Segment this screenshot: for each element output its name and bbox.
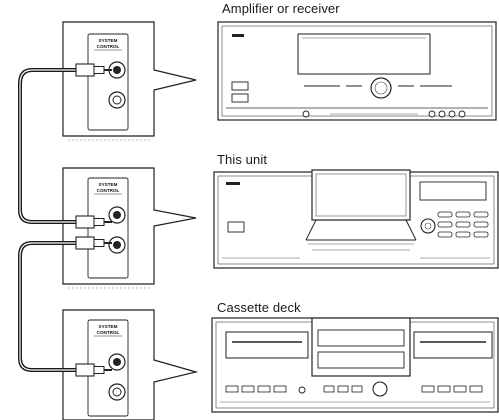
amplifier-front-panel: [217, 21, 497, 121]
label-amplifier: Amplifier or receiver: [222, 1, 340, 16]
system-control-panel-this-unit: SYSTEM CONTROL: [62, 167, 197, 289]
system-control-jack[interactable]: [108, 236, 126, 254]
panel-label-system: SYSTEM: [99, 38, 118, 43]
this-unit-front-panel: [213, 169, 499, 269]
panel-label-system: SYSTEM: [99, 324, 118, 329]
system-control-jack[interactable]: [108, 61, 126, 79]
system-control-panel-amplifier: SYSTEM CONTROL: [62, 21, 197, 141]
system-control-cable-upper: [18, 63, 112, 229]
cassette-display: [311, 317, 411, 377]
jog-dial-icon: [420, 218, 436, 234]
system-control-jack[interactable]: [108, 206, 126, 224]
label-this-unit: This unit: [217, 152, 268, 167]
system-control-jack[interactable]: [108, 353, 126, 371]
panel-label-system: SYSTEM: [99, 182, 118, 187]
system-control-jack[interactable]: [108, 383, 126, 401]
system-control-panel-cassette: SYSTEM CONTROL: [62, 309, 199, 420]
volume-knob-icon: [370, 77, 392, 99]
panel-label-control: CONTROL: [97, 330, 120, 335]
system-control-cable-lower: [18, 236, 112, 377]
plug-lower-b: [75, 363, 95, 377]
system-control-jack[interactable]: [108, 91, 126, 109]
cassette-door-left: [225, 331, 309, 359]
cassette-deck-front-panel: [211, 317, 499, 413]
disc-tray: [311, 169, 411, 221]
record-level-knob-icon: [372, 381, 388, 397]
cassette-door-right: [413, 331, 493, 359]
plug-upper-a: [75, 63, 95, 77]
plug-lower-a: [75, 236, 95, 250]
panel-label-control: CONTROL: [97, 44, 120, 49]
panel-label-control: CONTROL: [97, 188, 120, 193]
plug-upper-b: [75, 215, 95, 229]
label-cassette-deck: Cassette deck: [217, 300, 301, 315]
